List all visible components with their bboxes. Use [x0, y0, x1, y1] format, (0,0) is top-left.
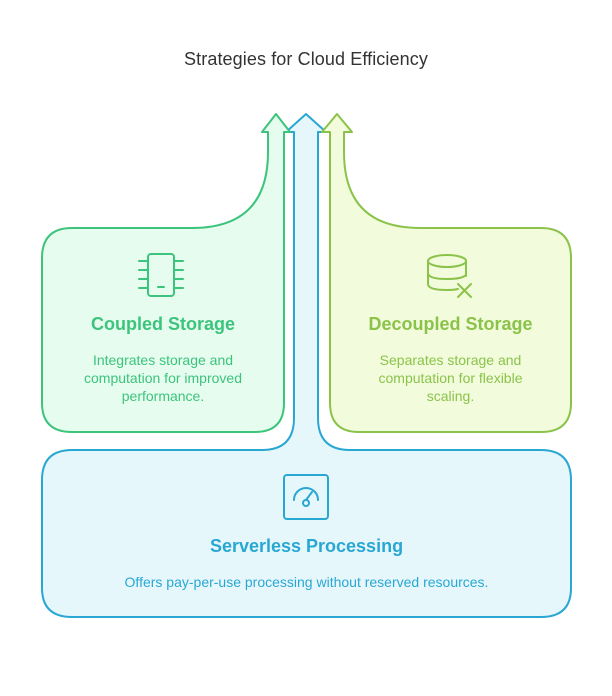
gauge-icon	[283, 474, 329, 520]
serverless-processing-description: Offers pay-per-use processing without re…	[124, 574, 489, 590]
serverless-card-shape	[41, 113, 572, 618]
decoupled-storage-description: Separates storage and computation for fl…	[378, 352, 523, 404]
decoupled-storage-heading: Decoupled Storage	[368, 314, 533, 334]
diagram-title: Strategies for Cloud Efficiency	[184, 49, 428, 69]
memory-chip-icon	[138, 253, 184, 297]
coupled-storage-description: Integrates storage and computation for i…	[84, 352, 242, 404]
coupled-storage-heading: Coupled Storage	[90, 314, 235, 334]
database-remove-icon	[427, 254, 472, 298]
decoupled-card-shape	[321, 113, 572, 433]
coupled-card-shape	[41, 113, 291, 433]
serverless-processing-heading: Serverless Processing	[209, 536, 404, 556]
